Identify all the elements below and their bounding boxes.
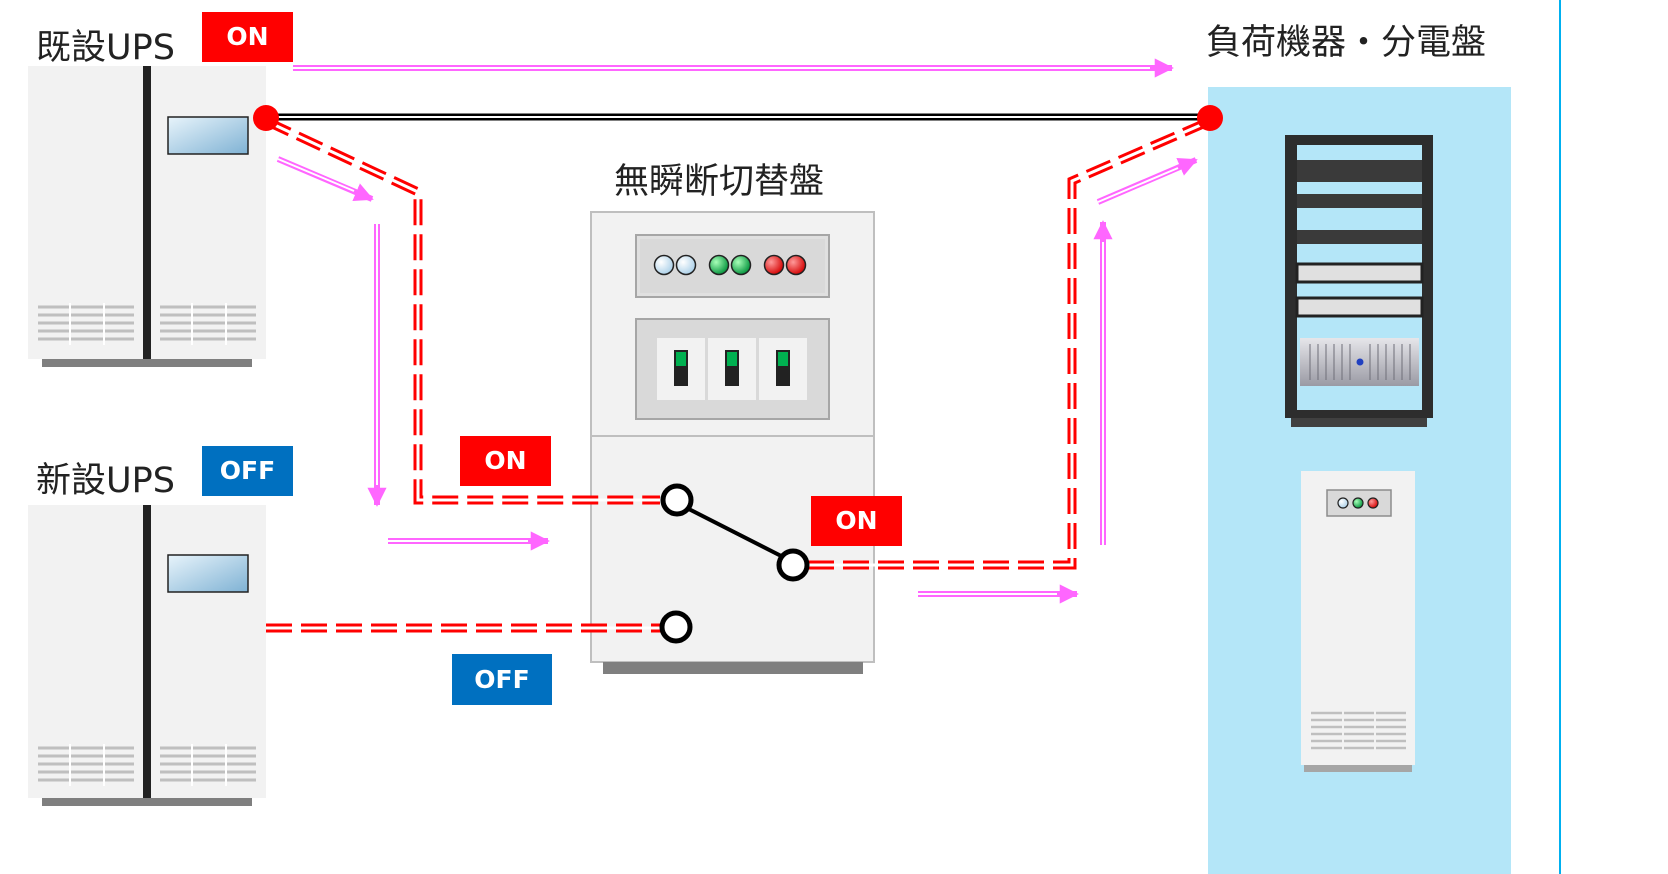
input-b-badge: OFF <box>452 654 552 705</box>
input-a-badge: ON <box>460 436 551 486</box>
tower-unit <box>1301 471 1415 772</box>
power-paths <box>264 116 1212 633</box>
load-label: 負荷機器・分電盤 <box>1206 23 1486 63</box>
new-ups-label: 新設UPS <box>36 461 175 501</box>
output-state: ON <box>835 506 877 535</box>
existing-ups-cabinet <box>28 66 266 367</box>
input-a-state: ON <box>484 446 526 475</box>
transfer-switch <box>659 483 810 644</box>
output-badge: ON <box>811 496 902 546</box>
server-rack <box>1285 135 1433 427</box>
contact-common <box>776 548 810 582</box>
switch-panel <box>590 211 875 674</box>
node-load <box>1197 105 1223 131</box>
new-ups-cabinet <box>28 505 266 806</box>
path-switch-to-load <box>808 116 1212 570</box>
contact-b <box>659 610 693 644</box>
node-existing-ups <box>253 105 279 131</box>
indicator-lamps <box>653 254 807 276</box>
existing-ups-state: ON <box>226 22 268 51</box>
path-existing-ups-to-switch <box>264 116 660 505</box>
new-ups-state: OFF <box>220 456 275 485</box>
existing-ups-badge: ON <box>202 12 293 62</box>
switch-panel-label: 無瞬断切替盤 <box>614 162 824 202</box>
flow-arrows <box>276 58 1198 604</box>
contact-a <box>660 483 694 517</box>
existing-ups-label: 既設UPS <box>36 28 175 68</box>
new-ups-badge: OFF <box>202 446 293 496</box>
input-b-state: OFF <box>474 665 529 694</box>
breakers <box>657 338 807 400</box>
